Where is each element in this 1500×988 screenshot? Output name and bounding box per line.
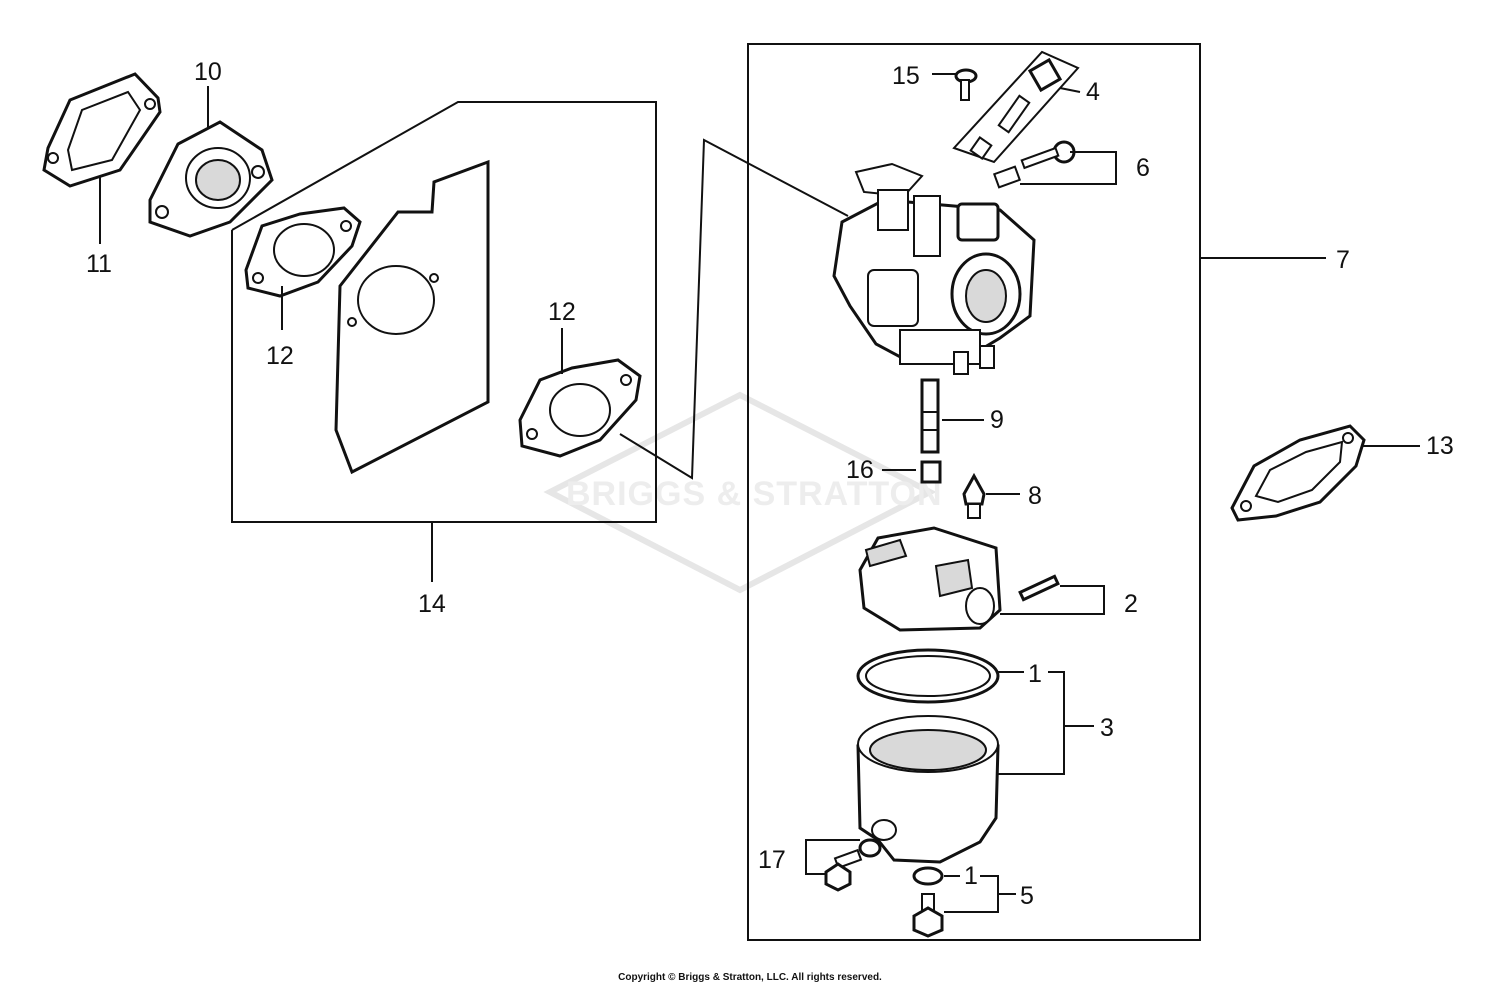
- gasket-part-12-right: [518, 358, 642, 458]
- float: [858, 526, 1002, 632]
- kit-frame-14: [231, 101, 657, 523]
- tube-part-9: [920, 378, 940, 454]
- leader-lines: [99, 73, 1420, 913]
- callout-6: 6: [1136, 154, 1150, 182]
- needle-part-8: [962, 472, 986, 519]
- insulator-part-10: [148, 120, 274, 238]
- callout-7: 7: [1336, 246, 1350, 274]
- callout-11: 11: [86, 250, 112, 278]
- callout-12-left: 12: [266, 342, 294, 370]
- copyright-notice: Copyright © Briggs & Stratton, LLC. All …: [618, 972, 882, 983]
- watermark: BRIGGS & STRATTON: [543, 391, 943, 594]
- gasket-part-13: [1230, 424, 1366, 522]
- callout-17: 17: [758, 846, 786, 874]
- callout-15: 15: [892, 62, 920, 90]
- callout-14: 14: [418, 590, 446, 618]
- callout-10: 10: [194, 58, 222, 86]
- callout-2: 2: [1124, 590, 1138, 618]
- washer-part-1: [912, 866, 944, 886]
- callout-13: 13: [1426, 432, 1454, 460]
- callout-1-top: 1: [1028, 660, 1042, 688]
- screw-part-6: [992, 140, 1076, 189]
- carburetor-body: [832, 162, 1036, 375]
- jet-part-16: [920, 460, 942, 484]
- float-bowl: [856, 715, 1000, 864]
- watermark-text: BRIGGS & STRATTON: [566, 475, 943, 513]
- bolt-part-17: [824, 838, 882, 892]
- callout-4: 4: [1086, 78, 1100, 106]
- callout-3: 3: [1100, 714, 1114, 742]
- callouts: 11 10 12 12 14 15 4 6 7 9 16 8 13 2 1 3 …: [86, 58, 1454, 910]
- plate-part-14: [334, 159, 490, 475]
- callout-8: 8: [1028, 482, 1042, 510]
- pin-part-2: [1018, 574, 1060, 602]
- callout-1-bottom: 1: [964, 862, 978, 890]
- kit-frame-7: [747, 43, 1201, 941]
- gasket-part-11: [42, 72, 162, 188]
- drain-bolt-part-5: [912, 893, 944, 938]
- screw-part-15: [954, 68, 978, 101]
- callout-12-right: 12: [548, 298, 576, 326]
- callout-9: 9: [990, 406, 1004, 434]
- oring-part-1: [856, 648, 1000, 704]
- callout-5: 5: [1020, 882, 1034, 910]
- gasket-part-12-left: [244, 206, 362, 298]
- callout-16: 16: [846, 456, 874, 484]
- screw-set-part-4: [952, 50, 1080, 164]
